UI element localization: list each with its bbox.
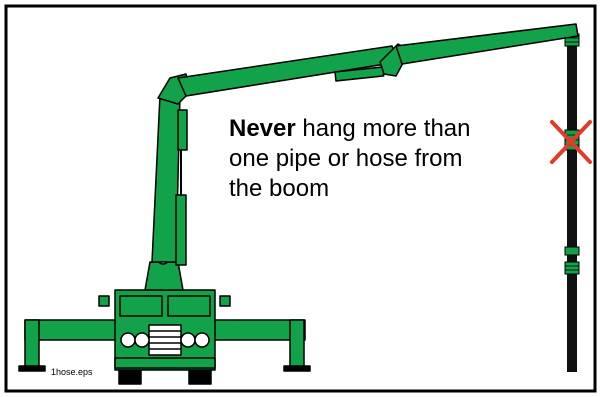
- headlight-left-outer: [121, 333, 135, 347]
- headlight-right-inner: [181, 333, 195, 347]
- hydraulic-cylinder-upper: [178, 110, 187, 150]
- headlight-left-inner: [135, 333, 149, 347]
- front-bumper: [115, 358, 215, 368]
- windshield-left: [120, 296, 162, 316]
- boom-turret: [145, 262, 183, 290]
- outrigger-foot-left: [19, 366, 45, 371]
- warning-caption: Never hang more than one pipe or hose fr…: [229, 114, 559, 204]
- file-label: 1hose.eps: [51, 367, 93, 377]
- headlight-right-outer: [195, 333, 209, 347]
- windshield-right: [168, 296, 210, 316]
- hydraulic-cylinder-lower: [176, 195, 186, 265]
- outrigger-foot-right: [284, 366, 310, 371]
- warning-line-2: one pipe or hose from: [229, 145, 462, 172]
- hanging-pipe: [565, 32, 579, 372]
- warning-line-3: the boom: [229, 175, 329, 202]
- mirror-right: [220, 296, 230, 306]
- outrigger-leg-right: [290, 320, 304, 368]
- warning-emphasis: Never: [229, 115, 296, 142]
- truck-grille: [149, 325, 181, 355]
- outrigger-leg-left: [25, 320, 39, 368]
- mirror-left: [99, 296, 109, 306]
- warning-line-1: hang more than: [296, 115, 471, 142]
